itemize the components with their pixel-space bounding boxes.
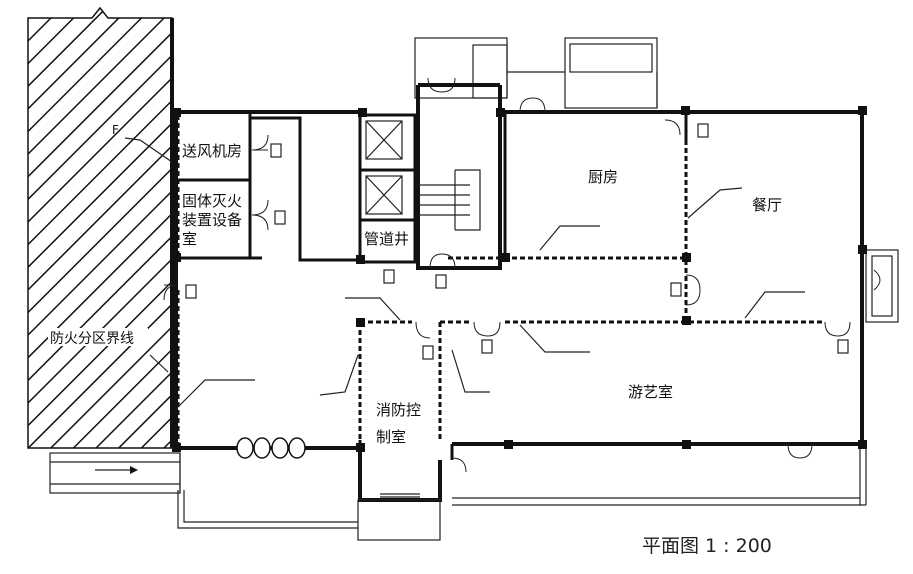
label-game-room: 游艺室 — [628, 383, 673, 401]
elevator-shafts — [358, 113, 417, 264]
terrace-lines — [177, 446, 867, 541]
zone-labels: 防火分区界线 F — [48, 123, 148, 347]
label-fire-control-2: 制室 — [376, 428, 406, 446]
hatched-fire-zone — [27, 6, 174, 449]
label-fire-control-1: 消防控 — [376, 401, 421, 419]
label-fixed-extinguisher-2: 装置设备 — [182, 211, 242, 229]
device-boxes — [185, 123, 849, 360]
label-fixed-extinguisher-3: 室 — [182, 230, 197, 248]
label-pipe-shaft: 管道井 — [364, 230, 409, 248]
stair-core — [416, 83, 502, 270]
room-labels: 送风机房 固体灭火 装置设备 室 管道井 厨房 餐厅 游艺室 消防控 制室 — [182, 142, 782, 446]
entrance-stair — [49, 452, 181, 494]
bay-window — [865, 249, 899, 323]
kitchen-dining-walls — [503, 112, 688, 258]
label-dining-hall: 餐厅 — [752, 196, 782, 214]
doors — [163, 77, 851, 473]
service-rooms — [176, 112, 360, 262]
corridor-fixtures — [176, 437, 360, 459]
columns — [172, 106, 867, 452]
top-structures — [414, 37, 658, 109]
label-fixed-extinguisher-1: 固体灭火 — [182, 192, 242, 210]
drawing-caption: 平面图 1 : 200 — [642, 535, 772, 557]
label-zone-marker: F — [112, 123, 119, 137]
label-kitchen: 厨房 — [588, 168, 618, 186]
label-fire-zone-boundary: 防火分区界线 — [50, 331, 134, 347]
label-air-supply-room: 送风机房 — [182, 142, 242, 160]
leader-lines — [124, 137, 805, 411]
fire-partitions — [176, 112, 864, 445]
